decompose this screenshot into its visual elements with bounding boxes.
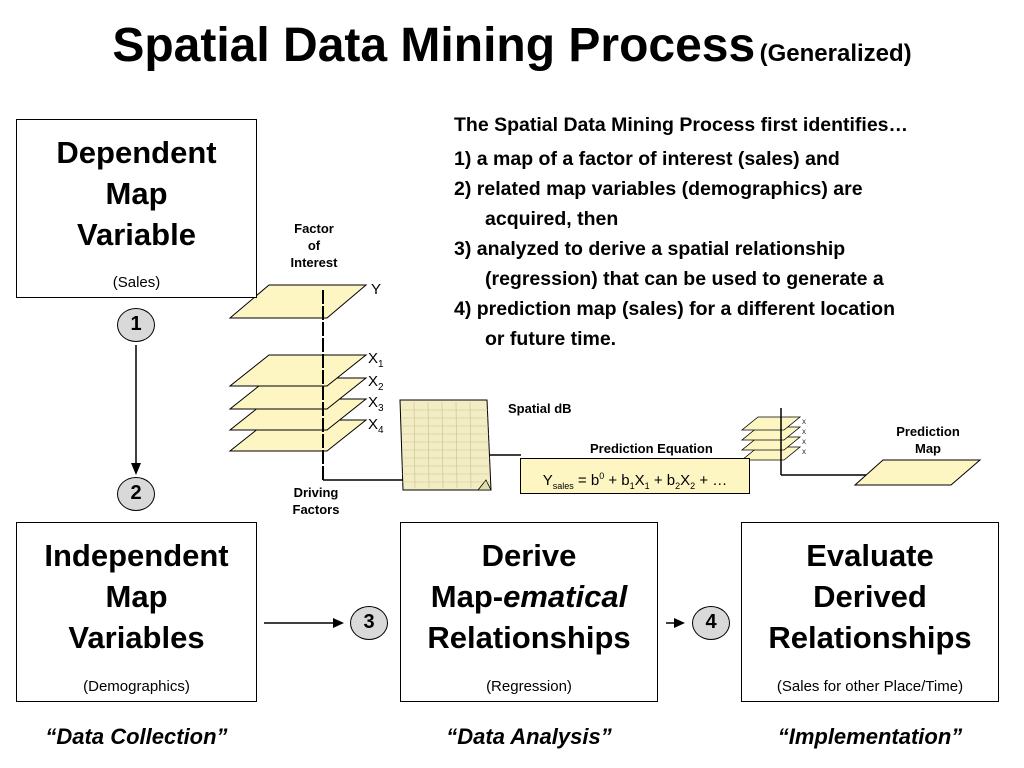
eq-b2-sub: 2 [675,481,681,491]
description-step-4: 4) prediction map (sales) for a differen… [454,298,895,320]
description-step-2: 2) related map variables (demographics) … [454,178,863,200]
derive-line2: Map-ematical [401,576,657,617]
eq-b1-sub: 1 [629,481,635,491]
eq-x1: X [634,472,645,489]
arrow-to-4-head [674,618,685,628]
svg-text:X: X [802,440,806,446]
page-title: Spatial Data Mining Process (Generalized… [0,18,1024,73]
eq-b0-sup: 0 [599,471,605,481]
y-layer-label: Y [371,281,382,298]
independent-variables-box: Independent Map Variables (Demographics) [16,522,257,702]
dependent-sub: (Sales) [112,274,161,291]
spatial-db-table [399,399,492,491]
description-step-1: 1) a map of a factor of interest (sales)… [454,148,840,170]
x3-sub: 3 [378,403,384,414]
eq-x2-sub: 2 [690,481,696,491]
driving-factor-layers [228,284,368,452]
title-sub: (Generalized) [759,40,912,67]
eq-part-1: = b [573,472,600,489]
arrow-to-3-head [333,618,344,628]
driving-factors-label: Driving Factors [280,484,352,518]
description-step-2-cont: acquired, then [485,208,619,230]
dependent-line2: Map [105,176,168,211]
layer-y [228,284,368,319]
description-heading: The Spatial Data Mining Process first id… [454,114,909,136]
driving-label-2: Factors [292,502,340,517]
title-main: Spatial Data Mining Process [112,19,756,72]
svg-text:X: X [802,430,806,436]
dependent-variable-box: Dependent Map Variable (Sales) [16,119,257,298]
factor-label-1: Factor [294,221,334,236]
derive-line1: Derive [481,538,577,573]
svg-text:X: X [802,420,806,426]
independent-line1: Independent [44,538,229,573]
phase-data-analysis: “Data Analysis” [446,724,612,749]
phase-implementation: “Implementation” [777,724,963,749]
evaluate-line1: Evaluate [806,538,934,573]
derive-relationships-box: Derive Map-ematical Relationships (Regre… [400,522,658,702]
x2-layer-label: X2 [368,373,384,393]
prediction-equation-box: Ysales = b0 + b1X1 + b2X2 + … [520,458,750,494]
evaluate-sub: (Sales for other Place/Time) [776,678,964,695]
x1-letter: X [368,350,379,367]
eq-y: Y [542,472,553,489]
x4-letter: X [368,416,379,433]
description-step-4-cont: or future time. [485,328,617,350]
step-2-badge: 2 [117,477,155,511]
prediction-map-label: Prediction Map [880,423,976,457]
factor-of-interest-label: Factor of Interest [278,220,350,271]
prediction-equation-label: Prediction Equation [590,441,713,456]
description-step-3-cont: (regression) that can be used to generat… [485,268,884,290]
x2-sub: 2 [378,382,384,393]
evaluate-line3: Relationships [768,620,972,655]
svg-text:X: X [802,450,806,456]
layer-x1 [228,354,368,387]
independent-line2: Map [105,579,168,614]
derive-line2-italic: ematical [503,579,628,614]
factor-label-3: Interest [290,255,338,270]
x4-sub: 4 [378,425,384,436]
eq-x1-sub: 1 [644,481,650,491]
eq-part-2: + b [604,472,630,489]
phase-data-collection: “Data Collection” [45,724,228,749]
small-layer-stack [740,416,802,461]
eq-y-sub: sales [552,481,574,491]
prediction-map-label-2: Map [915,441,941,456]
derive-line3: Relationships [427,620,631,655]
small-stack-labels: XX XX [802,420,806,456]
x2-letter: X [368,373,379,390]
x4-layer-label: X4 [368,416,384,436]
dependent-line1: Dependent [56,135,217,170]
process-description: The Spatial Data Mining Process first id… [454,110,1014,354]
prediction-map-layer [853,459,982,486]
spatial-db-label: Spatial dB [508,401,572,416]
description-step-3: 3) analyzed to derive a spatial relation… [454,238,846,260]
x1-sub: 1 [378,359,384,370]
x1-layer-label: X1 [368,350,384,370]
eq-tail: + … [695,472,728,489]
x3-letter: X [368,394,379,411]
step-3-badge: 3 [350,606,388,640]
eq-x2: X [680,472,691,489]
dependent-line3: Variable [77,217,196,252]
independent-line3: Variables [68,620,205,655]
evaluate-line2: Derived [813,579,927,614]
eq-part-3: + b [649,472,676,489]
independent-sub: (Demographics) [83,678,190,695]
derive-sub: (Regression) [486,678,572,695]
step-1-badge: 1 [117,308,155,342]
factor-label-2: of [307,238,321,253]
x3-layer-label: X3 [368,394,384,414]
prediction-map-label-1: Prediction [896,424,960,439]
driving-label-1: Driving [293,485,339,500]
step-4-badge: 4 [692,606,730,640]
evaluate-relationships-box: Evaluate Derived Relationships (Sales fo… [741,522,999,702]
arrow-1-to-2-head [131,463,141,475]
derive-line2-plain: Map- [430,579,504,614]
